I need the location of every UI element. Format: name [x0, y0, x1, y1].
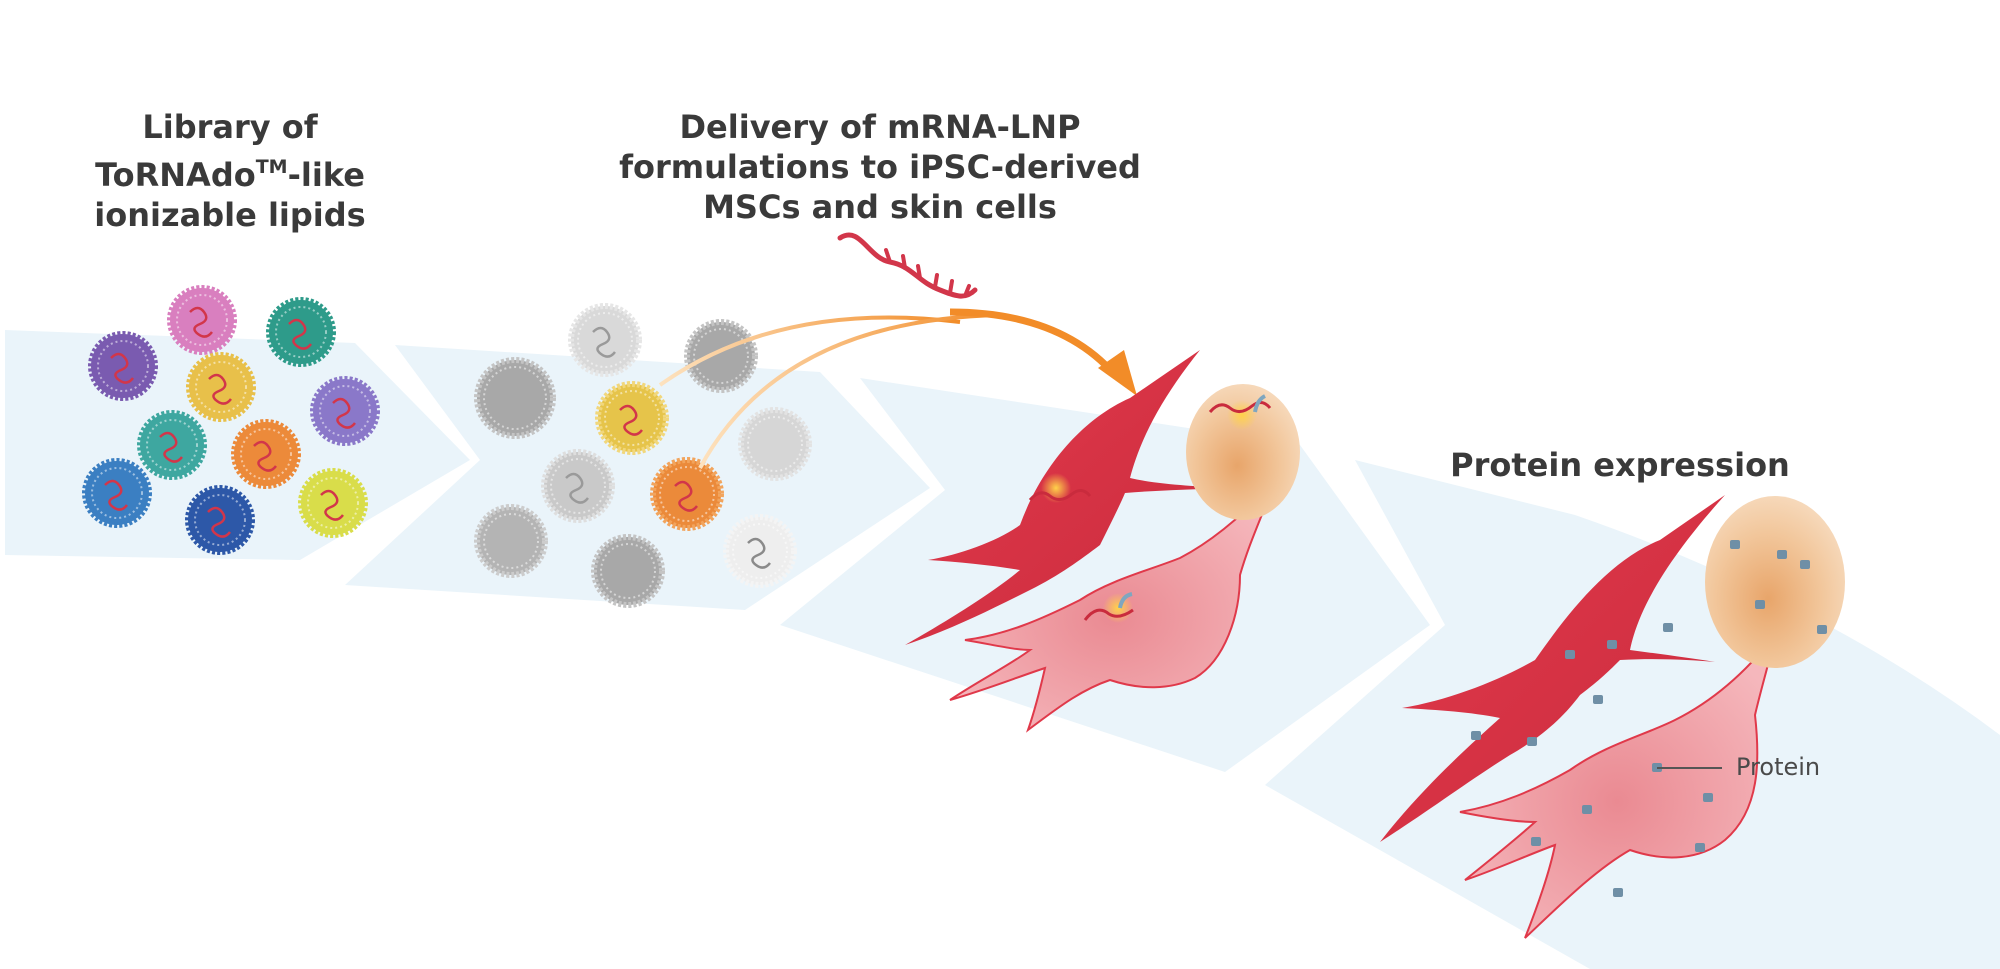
lnp-particle-icon: [137, 410, 207, 480]
step1-line1: Library of: [142, 108, 318, 146]
protein-dot: [1800, 560, 1810, 569]
protein-dot: [1695, 843, 1705, 852]
process-band: [5, 330, 2000, 969]
lnp-particle-icon: [650, 457, 724, 531]
lnp-particle-icon: [185, 485, 255, 555]
protein-dot: [1755, 600, 1765, 609]
protein-dot: [1663, 623, 1673, 632]
protein-dots: [1471, 540, 1827, 897]
lnp-particle-icon: [231, 419, 301, 489]
mrna-icon: [1208, 401, 1272, 413]
nascent-protein-icon: [1118, 394, 1267, 609]
step2-line1: Delivery of mRNA-LNP: [679, 108, 1081, 146]
arrowhead: [1098, 350, 1137, 396]
delivery-arrow-thin-2: [698, 313, 1001, 469]
delivery-arrows: [658, 308, 1137, 469]
lnp-particle-icon: [474, 504, 548, 578]
lnp-screening-set: [474, 303, 812, 608]
lnp-library: [82, 285, 380, 555]
nucleus: [1705, 496, 1845, 668]
lnp-particle-icon: [186, 352, 256, 422]
protein-dot: [1531, 837, 1541, 846]
step2-title: Delivery of mRNA-LNP formulations to iPS…: [600, 107, 1160, 227]
protein-callout-label: Protein: [1736, 753, 1821, 781]
step1-line2: ToRNAdoTM-like: [60, 147, 400, 195]
lnp-particle-icon: [723, 514, 797, 588]
protein-dot: [1593, 695, 1603, 704]
protein-dot: [1471, 731, 1481, 740]
lnp-particle-icon: [591, 534, 665, 608]
lnp-particle-icon: [595, 381, 669, 455]
protein-dot: [1703, 793, 1713, 802]
step3-title: Protein expression: [1450, 446, 1790, 484]
protein-dot: [1730, 540, 1740, 549]
protein-dot: [1582, 805, 1592, 814]
trademark: TM: [255, 156, 288, 178]
protein-dot: [1777, 550, 1787, 559]
mrna-icon: [1083, 608, 1134, 621]
lnp-particle-icon: [167, 285, 237, 355]
lnp-particle-icon: [298, 468, 368, 538]
lnp-particle-icon: [568, 303, 642, 377]
step1-title: Library of ToRNAdoTM-like ionizable lipi…: [60, 107, 400, 235]
lnp-particle-icon: [310, 376, 380, 446]
mrna-strand-icon: [837, 232, 978, 299]
step1-line3: ionizable lipids: [94, 196, 366, 234]
skin-cell-pink: [1459, 634, 1776, 939]
lnp-particle-icon: [82, 458, 152, 528]
lnp-particle-icon: [738, 407, 812, 481]
step2-line2: formulations to iPSC-derived: [619, 148, 1141, 186]
protein-dot: [1817, 625, 1827, 634]
lnp-particle-icon: [684, 319, 758, 393]
msc-cell-red: [1380, 495, 1725, 842]
protein-dot: [1613, 888, 1623, 897]
lnp-particle-icon: [88, 331, 158, 401]
brand-name: ToRNAdo: [95, 156, 256, 194]
delivery-arrow-thin-1: [658, 315, 961, 387]
translation-glow: [1103, 593, 1133, 623]
brand-suffix: -like: [287, 156, 365, 194]
lnp-particle-icon: [266, 297, 336, 367]
lnp-particle-icon: [474, 357, 556, 439]
protein-dot: [1565, 650, 1575, 659]
step2-line3: MSCs and skin cells: [703, 188, 1057, 226]
delivery-arrow-main: [949, 308, 1118, 378]
nucleus: [1186, 384, 1300, 520]
lnp-particle-icon: [541, 449, 615, 523]
mrna-icon: [1028, 489, 1092, 501]
cells-after-delivery: [905, 350, 1300, 733]
protein-dot: [1607, 640, 1617, 649]
band-segment-4: [1265, 460, 2000, 969]
protein-dot: [1527, 737, 1537, 746]
cells-protein-expression: [1380, 495, 1845, 939]
